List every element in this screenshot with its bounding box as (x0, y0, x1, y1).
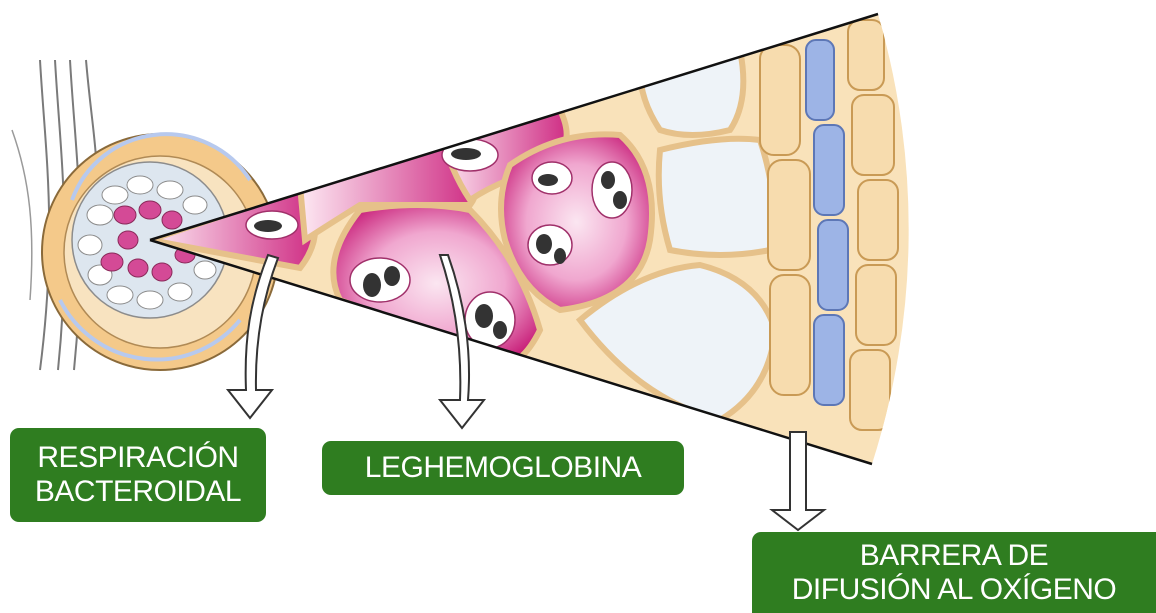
uninfected-cell (659, 139, 774, 255)
uninfected-cell (640, 50, 743, 135)
label-leghemoglobina-text: LEGHEMOGLOBINA (365, 451, 641, 485)
label-respiracion-line1: RESPIRACIÓN (37, 441, 238, 475)
label-barrera-line2: DIFUSIÓN AL OXÍGENO (792, 573, 1116, 607)
label-barrera-line1: BARRERA DE (860, 539, 1048, 573)
label-leghemoglobina: LEGHEMOGLOBINA (322, 441, 684, 495)
label-respiracion-line2: BACTEROIDAL (35, 475, 241, 509)
label-barrera-difusion: BARRERA DE DIFUSIÓN AL OXÍGENO (752, 532, 1156, 613)
label-respiracion-bacteroidal: RESPIRACIÓN BACTEROIDAL (10, 428, 266, 522)
